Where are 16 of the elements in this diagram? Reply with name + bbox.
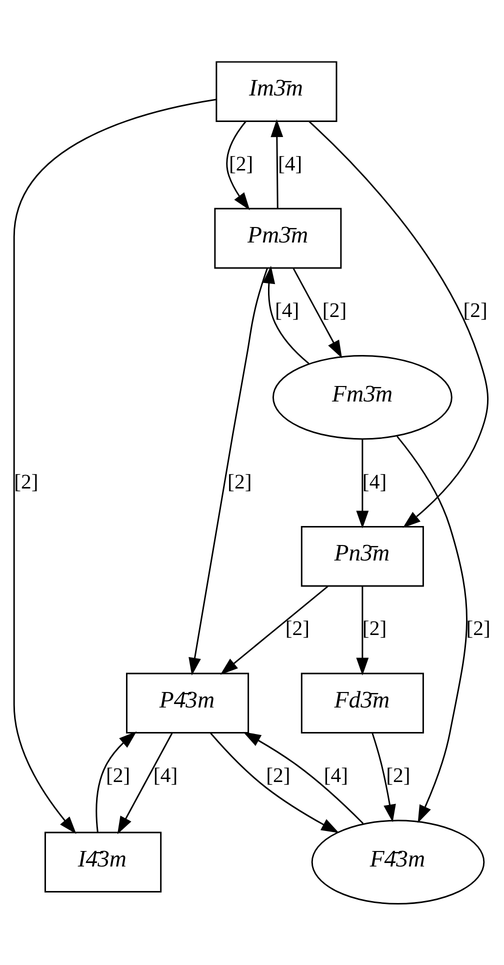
edge-label: [2] — [362, 618, 387, 640]
edge-label: [4] — [153, 764, 178, 786]
edge-label: [2] — [285, 618, 310, 640]
edge-label: [2] — [322, 300, 347, 322]
edge-label: [2] — [14, 470, 38, 493]
edge-label: [2] — [386, 764, 410, 786]
edge-label: [4] — [278, 152, 302, 175]
edge-label: [2] — [106, 764, 130, 786]
edge-label: [4] — [274, 300, 300, 322]
edge-label: [2] — [466, 618, 490, 640]
edge-label: [2] — [463, 300, 488, 322]
edge-label: [2] — [228, 470, 252, 493]
edge-label: [4] — [362, 470, 387, 493]
edge-label: [2] — [229, 152, 254, 175]
edge-label: [2] — [266, 764, 290, 786]
edge-label: [4] — [324, 764, 348, 786]
